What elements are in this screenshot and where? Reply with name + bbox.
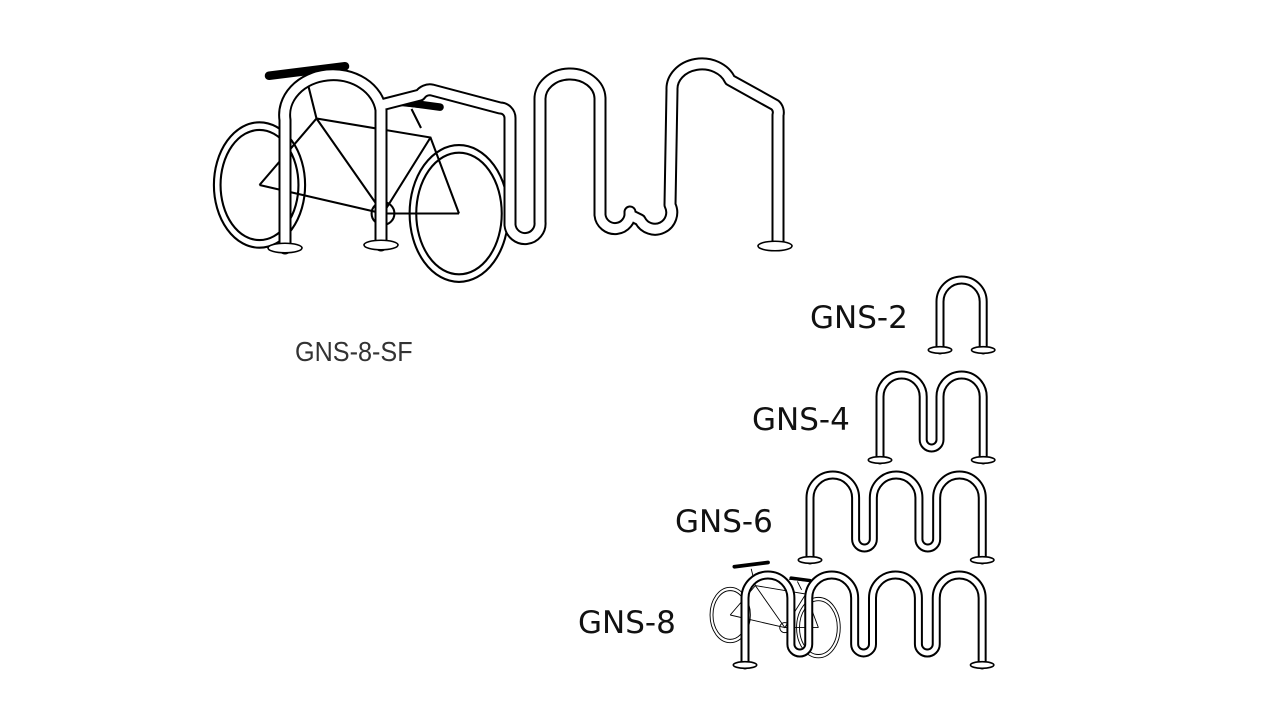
- foot-plate: [867, 455, 893, 465]
- foot-plate: [797, 555, 823, 565]
- model-label-gns-4: GNS-4: [752, 402, 850, 438]
- foot-plate: [970, 345, 996, 355]
- foot-plate: [927, 345, 953, 355]
- rack-gns-8-sf: [278, 57, 785, 255]
- foot-plate: [970, 455, 996, 465]
- model-label-gns-8: GNS-8: [578, 605, 676, 641]
- foot-plate: [969, 660, 995, 670]
- rack-gns-4: [875, 370, 988, 465]
- rack-gns-6: [805, 470, 987, 565]
- model-label-gns-2: GNS-2: [810, 300, 908, 336]
- foot-plate: [757, 240, 793, 252]
- foot-plate: [732, 660, 758, 670]
- bicycle-icon-small: [709, 560, 841, 659]
- model-label-gns-6: GNS-6: [675, 504, 773, 540]
- foot-plate: [363, 239, 399, 251]
- foot-plate: [969, 555, 995, 565]
- rack-gns-2: [935, 275, 988, 355]
- rack-gns-8: [740, 570, 987, 670]
- main-model-label: GNS-8-SF: [295, 336, 413, 367]
- foot-plate: [267, 242, 303, 254]
